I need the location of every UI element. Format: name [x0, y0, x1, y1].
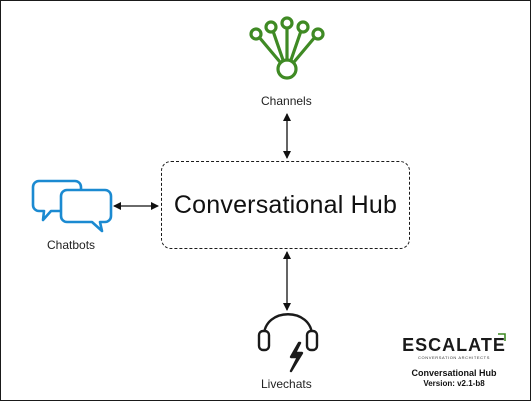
- conversational-hub-node: Conversational Hub: [161, 161, 410, 249]
- chatbots-label: Chatbots: [47, 238, 96, 252]
- logo-tagline: CONVERSATION ARCHITECTS: [418, 355, 490, 360]
- network-hub-icon: [249, 16, 325, 80]
- product-name: Conversational Hub: [411, 368, 497, 378]
- escalate-logo: ESCALATE: [402, 335, 506, 355]
- logo-corner-mark-icon: [498, 333, 506, 341]
- chat-bubbles-icon: [31, 179, 113, 233]
- product-version: Version: v2.1-b8: [423, 379, 485, 388]
- escalate-branding: ESCALATE CONVERSATION ARCHITECTS Convers…: [399, 333, 509, 388]
- livechats-label: Livechats: [261, 377, 312, 391]
- channels-label: Channels: [261, 94, 312, 108]
- headset-icon: [257, 313, 319, 373]
- hub-title: Conversational Hub: [173, 190, 398, 219]
